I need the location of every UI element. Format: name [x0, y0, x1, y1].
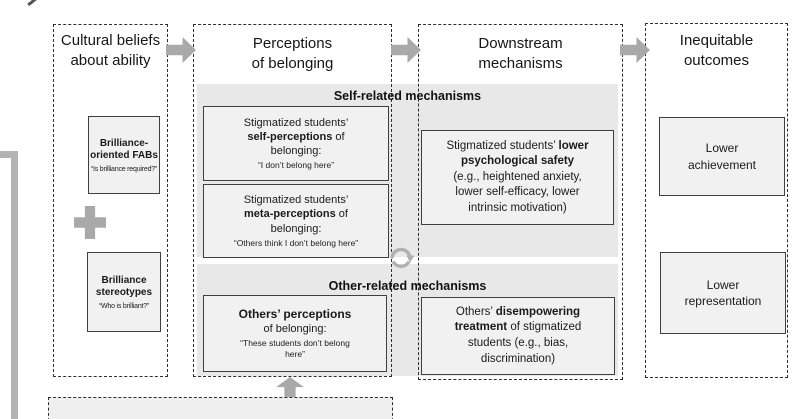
others-perceptions-box: Others’ perceptions of belonging: “These… [203, 295, 387, 372]
disempowering-treatment-box: Others’ disempowering treatment of stigm… [421, 297, 615, 375]
box-line: of belonging: [263, 323, 327, 336]
box-quote: “I don’t belong here” [257, 160, 335, 171]
cropped-dash-fragment [27, 0, 38, 7]
brilliance-stereotypes-box: Brilliance stereotypes “Who is brilliant… [87, 252, 161, 332]
box-line: meta-perceptions of [244, 207, 348, 221]
lower-representation-box: Lower representation [660, 252, 786, 334]
title-line: Perceptions [252, 35, 333, 52]
box-line: belonging: [270, 145, 322, 158]
title-line: outcomes [683, 51, 750, 69]
title-line: Cultural beliefs [60, 32, 161, 49]
stereotypes-quote: “Who is brilliant?” [98, 302, 150, 310]
column-downstream-mechanisms [418, 24, 623, 380]
self-perceptions-box: Stigmatized students’ self-perceptions o… [203, 106, 389, 181]
line-pre: Stigmatized students’ [446, 139, 559, 152]
cropped-bottom-box [48, 397, 393, 419]
outcome-label: Lower achievement [687, 141, 757, 172]
box-line: students (e.g., bias, [467, 337, 569, 349]
bold-term: meta-perceptions [244, 208, 336, 221]
box-quote: “Others think I don’t belong here” [233, 237, 359, 248]
brilliance-oriented-fabs-box: Brilliance-oriented FABs “Is brilliance … [88, 116, 160, 194]
line-pre: Others’ [455, 305, 496, 318]
box-line: discrimination) [480, 352, 556, 365]
box-line: lower self-efficacy, lower [455, 186, 580, 199]
other-related-mechanisms-header: Other-related mechanisms [328, 279, 487, 293]
self-related-mechanisms-header: Self-related mechanisms [333, 89, 482, 103]
stereotypes-label: Brilliance stereotypes [95, 274, 153, 299]
meta-perceptions-box: Stigmatized students’ meta-perceptions o… [203, 184, 389, 258]
box-line: Others’ perceptions [239, 307, 352, 323]
title-line: about ability [70, 51, 151, 69]
bold-term: lower [558, 139, 589, 152]
line-rest: of [335, 208, 348, 221]
feedback-line-horizontal [0, 151, 18, 158]
fabs-quote: “Is brilliance required?” [90, 165, 158, 173]
fabs-label: Brilliance-oriented FABs [90, 137, 158, 162]
psychological-safety-box: Stigmatized students’ lower psychologica… [421, 130, 614, 225]
box-line: Stigmatized students’ [243, 116, 349, 129]
box-line: (e.g., heightened anxiety, [453, 170, 582, 183]
up-arrow-icon [276, 377, 304, 398]
outcome-label: Lower representation [684, 277, 762, 308]
line-rest: of stigmatized [507, 321, 582, 334]
title-line: mechanisms [478, 54, 563, 72]
bold-term: Others’ perceptions [238, 306, 352, 321]
flow-arrow-right-1-icon [166, 37, 196, 63]
column-inequitable-outcomes [645, 23, 788, 378]
bold-term: disempowering [495, 305, 581, 318]
box-line: intrinsic motivation) [468, 201, 567, 214]
column-cultural-beliefs [53, 24, 168, 377]
reciprocal-cycle-icon [387, 243, 415, 271]
column-title-cultural-beliefs: Cultural beliefs about ability [53, 31, 168, 71]
lower-achievement-box: Lower achievement [659, 117, 785, 196]
title-line: Inequitable [679, 32, 754, 49]
box-line: self-perceptions of [247, 130, 344, 144]
box-text: Stigmatized students’ lower psychologica… [446, 139, 588, 217]
box-text: Others’ disempowering treatment of stigm… [455, 305, 582, 367]
flow-arrow-right-2-icon [391, 37, 421, 63]
column-title-outcomes: Inequitable outcomes [645, 31, 788, 71]
box-line: Stigmatized students’ [243, 194, 349, 207]
title-line: Downstream [478, 35, 563, 52]
bold-term: psychological safety [460, 155, 575, 168]
title-line: of belonging [251, 54, 334, 72]
column-title-perceptions: Perceptions of belonging [193, 34, 392, 74]
bold-term: treatment [454, 321, 508, 334]
feedback-line-vertical [11, 151, 18, 419]
column-perceptions-of-belonging [193, 24, 392, 377]
bold-term: self-perceptions [247, 130, 333, 143]
box-line: belonging: [270, 222, 322, 235]
box-quote: “These students don’t belong here” [240, 338, 350, 360]
line-rest: of [332, 130, 345, 143]
column-title-downstream: Downstream mechanisms [418, 34, 623, 74]
